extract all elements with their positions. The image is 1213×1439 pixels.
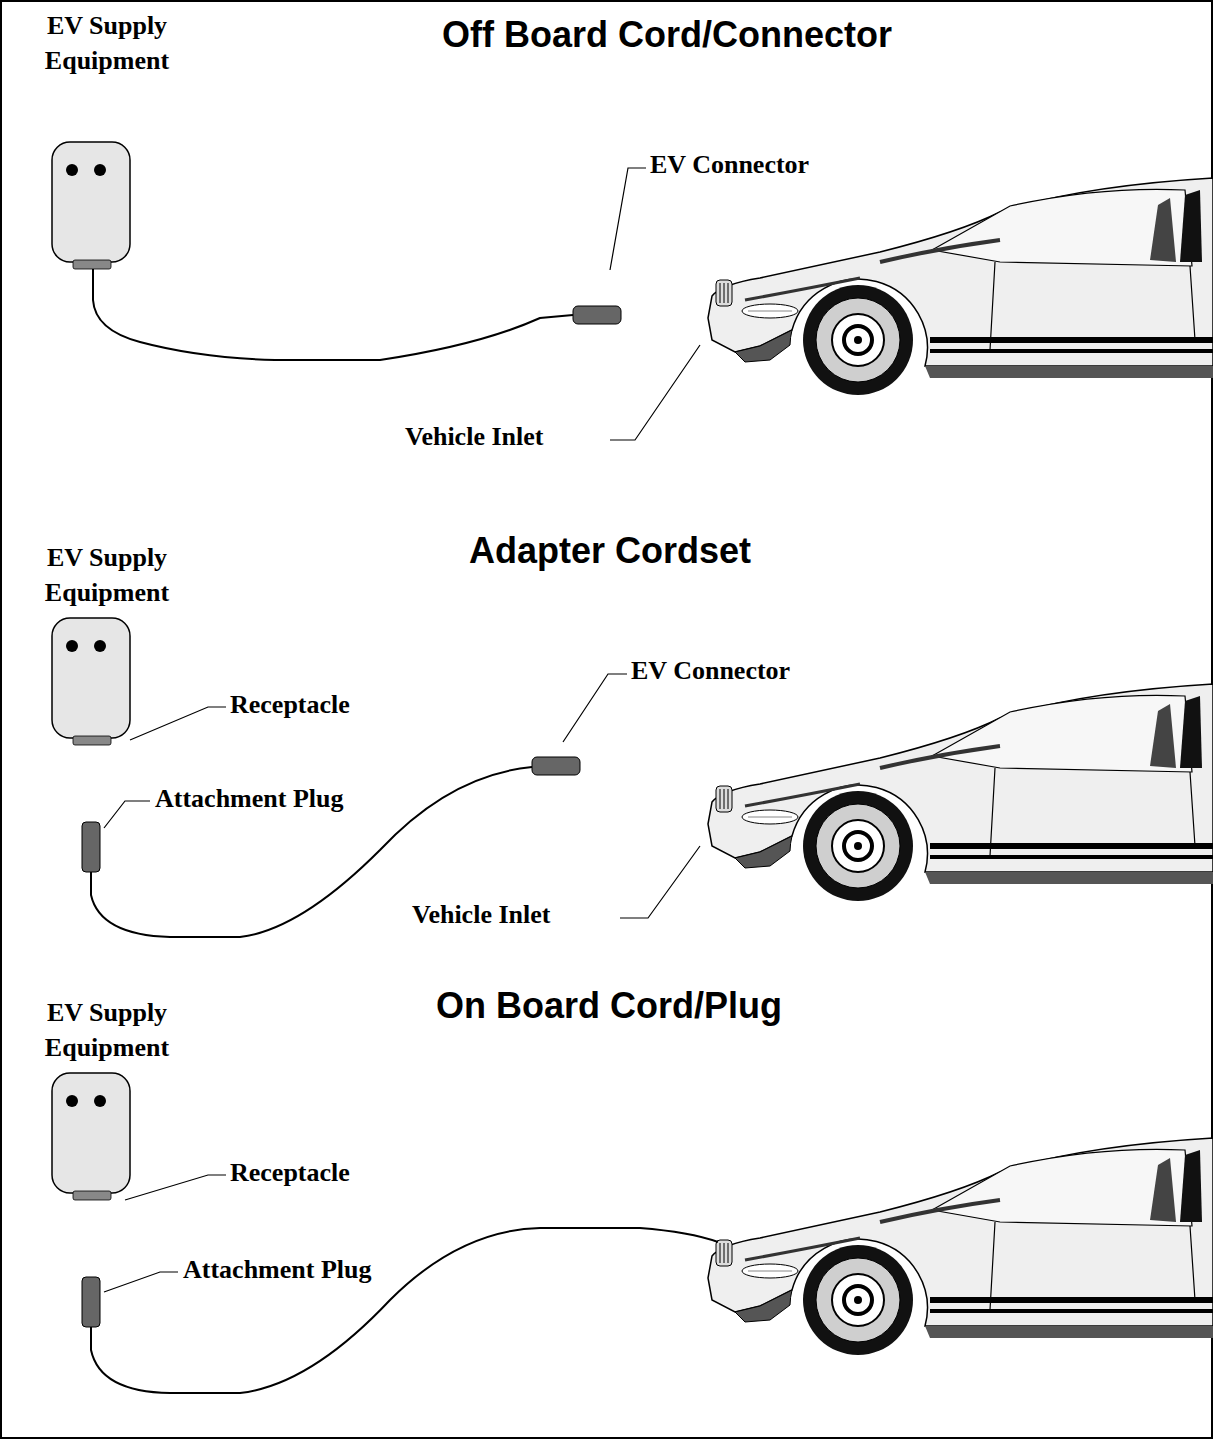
part-label: Receptacle <box>230 690 350 720</box>
supply-unit-icon <box>32 611 182 751</box>
part-label: EV Connector <box>631 656 790 686</box>
part-label: Attachment Plug <box>155 784 343 814</box>
unit-housing <box>52 618 130 738</box>
unit-dot <box>66 164 78 176</box>
unit-dot <box>94 640 106 652</box>
receptacle-tab <box>73 736 111 745</box>
receptacle-tab <box>73 260 111 269</box>
panel-title: Off Board Cord/Connector <box>442 14 892 56</box>
unit-dot <box>66 1095 78 1107</box>
panel-title: Adapter Cordset <box>469 530 751 572</box>
supply-unit-icon <box>32 1066 182 1206</box>
unit-housing <box>52 142 130 262</box>
equipment-heading: EV Supply Equipment <box>32 540 182 610</box>
part-label: Vehicle Inlet <box>405 422 543 452</box>
supply-equipment: EV Supply Equipment <box>32 8 182 277</box>
panel-title: On Board Cord/Plug <box>436 985 782 1027</box>
part-label: EV Connector <box>650 150 809 180</box>
supply-equipment: EV Supply Equipment <box>32 995 182 1208</box>
part-label: Attachment Plug <box>183 1255 371 1285</box>
unit-dot <box>66 640 78 652</box>
part-label: Vehicle Inlet <box>412 900 550 930</box>
receptacle-tab <box>73 1191 111 1200</box>
equipment-heading: EV Supply Equipment <box>32 8 182 78</box>
part-label: Receptacle <box>230 1158 350 1188</box>
supply-unit-icon <box>32 135 182 275</box>
unit-dot <box>94 164 106 176</box>
unit-dot <box>94 1095 106 1107</box>
unit-housing <box>52 1073 130 1193</box>
supply-equipment: EV Supply Equipment <box>32 540 182 753</box>
equipment-heading: EV Supply Equipment <box>32 995 182 1065</box>
